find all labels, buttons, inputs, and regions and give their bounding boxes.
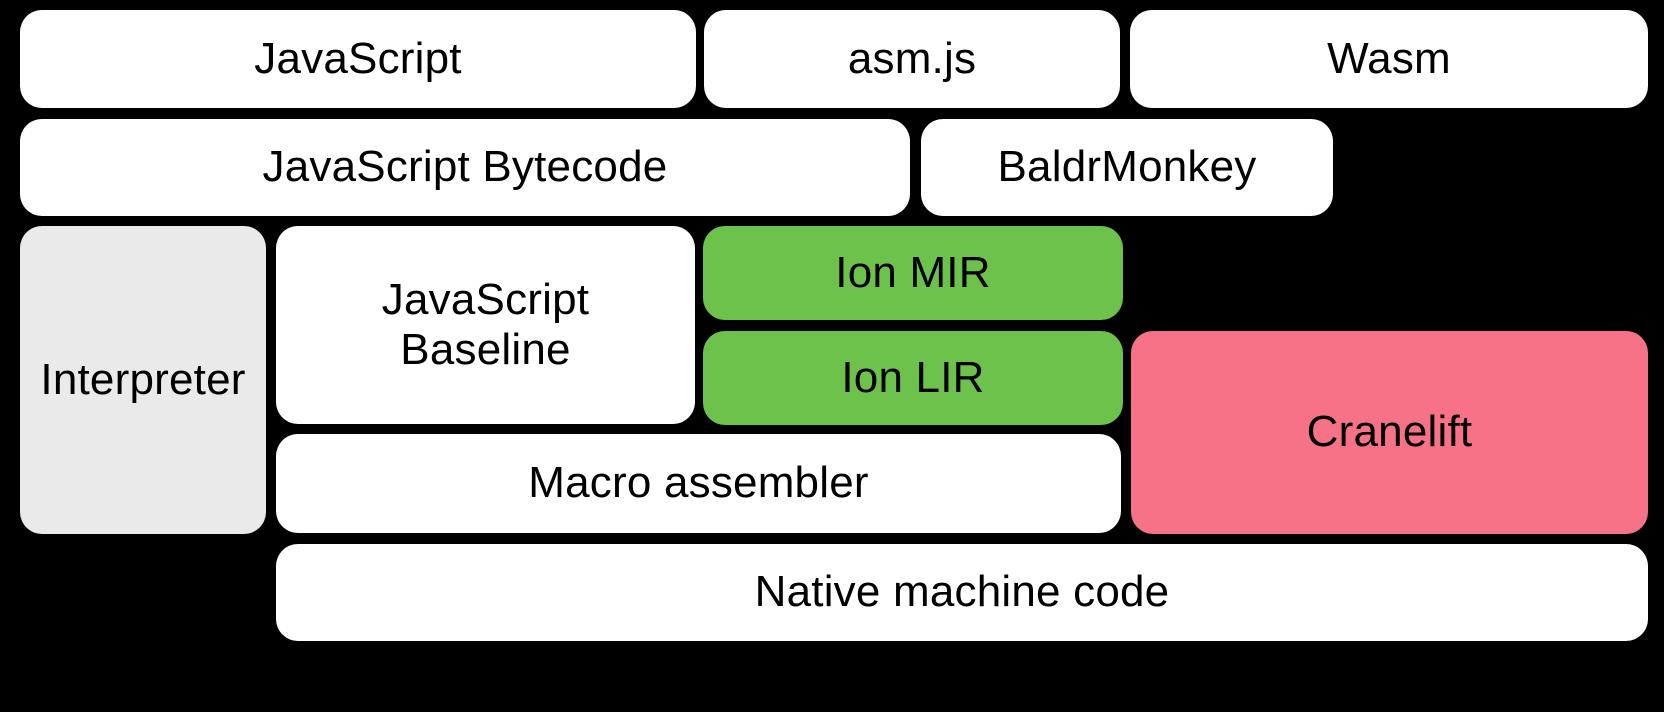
node-baldrmonkey[interactable]: BaldrMonkey [921, 119, 1333, 216]
node-javascript[interactable]: JavaScript [20, 10, 696, 108]
node-asm-js[interactable]: asm.js [704, 10, 1120, 108]
node-cranelift[interactable]: Cranelift [1131, 331, 1648, 534]
node-javascript-baseline[interactable]: JavaScript Baseline [276, 226, 695, 424]
node-javascript-bytecode[interactable]: JavaScript Bytecode [20, 119, 910, 216]
node-ion-lir[interactable]: Ion LIR [703, 331, 1123, 425]
node-interpreter[interactable]: Interpreter [20, 226, 266, 534]
node-macro-assembler[interactable]: Macro assembler [276, 434, 1121, 533]
node-wasm[interactable]: Wasm [1130, 10, 1648, 108]
node-native-machine-code[interactable]: Native machine code [276, 544, 1648, 641]
node-ion-mir[interactable]: Ion MIR [703, 226, 1123, 320]
